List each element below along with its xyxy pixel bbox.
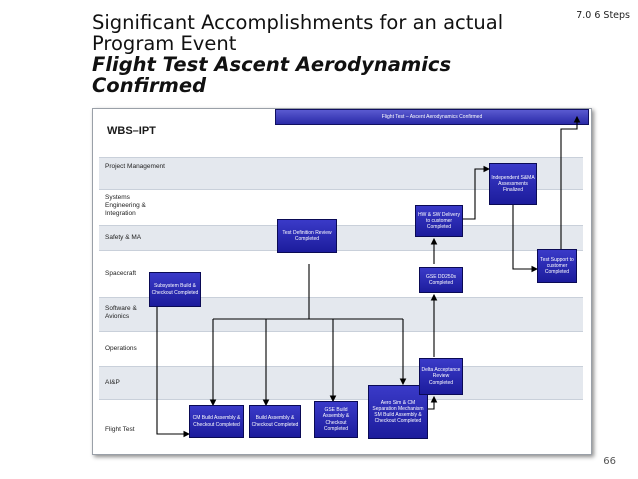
event-banner: Flight Test – Ascent Aerodynamics Confir… (275, 109, 589, 125)
node-gse-build-assembly: GSE Build Assembly & Checkout Completed (314, 401, 358, 438)
arrow-hwsw-to-sma (460, 165, 491, 220)
node-delta-acceptance-review: Delta Acceptance Review Completed (419, 358, 463, 395)
swimlanes: Project Management Systems Engineering &… (99, 157, 583, 444)
schedule-diagram: Flight Test – Ascent Aerodynamics Confir… (92, 108, 592, 455)
arrow-sma-to-test-support (512, 204, 539, 273)
title-line-2: Program Event (92, 32, 237, 55)
node-test-support: Test Support to customer Completed (537, 249, 577, 283)
connector-lines (156, 115, 581, 438)
node-test-definition-review: Test Definition Review Completed (277, 219, 337, 253)
lane-label: Operations (105, 345, 137, 352)
node-hw-sw-delivery: HW & SW Delivery to customer Completed (415, 205, 463, 237)
lane-label: Project Management (105, 163, 165, 170)
node-independent-sma: Independent S&MA Assessments Finalized (489, 163, 537, 205)
arrow-subsystem-to-cm-build (156, 307, 191, 438)
lane-label: Spacecraft (105, 270, 137, 277)
arrow-aero-to-delta (427, 395, 438, 410)
node-subsystem-build: Subsystem Build & Checkout Completed (149, 272, 201, 307)
lane-label: AI&P (105, 379, 120, 386)
node-build-assembly: Build Assembly & Checkout Completed (249, 405, 301, 438)
lane-safety-ma: Safety & MA (99, 225, 583, 250)
lane-label: Safety & MA (105, 234, 142, 241)
lane-label: Software & Avionics (105, 305, 137, 320)
step-label: 7.0 6 Steps (576, 10, 630, 21)
lane-label: Systems Engineering & Integration (105, 194, 146, 217)
lane-operations: Operations (99, 331, 583, 366)
node-aero-sim-cm-separation: Aero Sim & CM Separation Mechanism SM Bu… (368, 385, 428, 439)
node-gse-dd250s: GSE DD250s Completed (419, 267, 463, 293)
arrow-test-support-to-event (560, 115, 581, 249)
wbs-ipt-header: WBS–IPT (107, 125, 156, 137)
page-number: 66 (603, 456, 616, 467)
lane-label: Flight Test (105, 426, 135, 433)
node-cm-build-assembly: CM Build Assembly & Checkout Completed (189, 405, 244, 438)
lane-flight-test: Flight Test (99, 399, 583, 444)
lane-aip: AI&P (99, 366, 583, 399)
title-line-1: Significant Accomplishments for an actua… (92, 11, 504, 34)
title-line-3: Flight Test Ascent Aerodynamics Confirme… (92, 53, 452, 97)
lane-spacecraft: Spacecraft (99, 250, 583, 297)
lane-systems-engineering: Systems Engineering & Integration (99, 189, 583, 225)
slide-title: Significant Accomplishments for an actua… (92, 12, 562, 96)
